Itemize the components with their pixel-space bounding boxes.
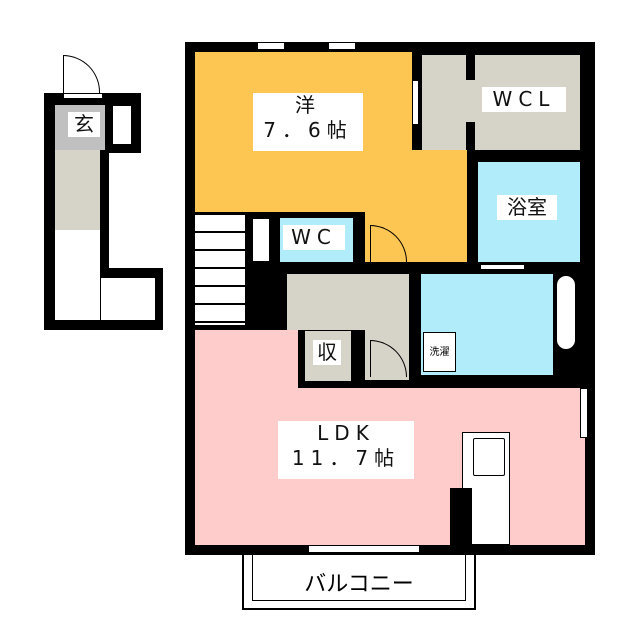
balcony-inner (252, 555, 466, 601)
ldk-size: 11．7帖 (291, 446, 401, 470)
western-room-name: 洋 (295, 93, 321, 117)
entrance-label: 玄 (68, 112, 100, 137)
balcony-window[interactable] (308, 545, 420, 553)
wcl-partition-2 (466, 122, 475, 150)
main-stairs (195, 215, 245, 325)
stairs-storage (252, 218, 270, 262)
ldk-side-window[interactable] (580, 388, 588, 438)
entrance-stairs (55, 230, 100, 320)
entrance-shoe-closet (112, 105, 132, 145)
western-window-2[interactable] (328, 42, 356, 50)
western-room-label: 洋 7．6帖 (253, 93, 363, 151)
entrance-hall-floor (55, 150, 100, 230)
bathtub (556, 275, 576, 350)
washing-machine: 洗濯 (423, 332, 456, 372)
entrance-door[interactable] (63, 55, 100, 93)
ldk-room-upper (195, 330, 298, 390)
toilet-label: WC (283, 225, 345, 250)
balcony[interactable] (242, 555, 476, 610)
kitchen-sink (473, 438, 505, 476)
bathroom-door[interactable] (480, 264, 525, 270)
wcl-label: WCL (482, 87, 566, 112)
western-room-mid (195, 150, 467, 207)
entrance-stairs-lower (100, 278, 155, 320)
entrance-door-frame (63, 93, 103, 99)
bathroom-label: 浴室 (497, 195, 557, 220)
ldk-name: LDK (317, 421, 375, 445)
storage-label: 収 (313, 340, 341, 365)
western-room-size: 7．6帖 (263, 118, 353, 142)
ldk-label: LDK 11．7帖 (278, 421, 414, 479)
western-window-1[interactable] (257, 42, 285, 50)
fridge-pillar (450, 488, 472, 545)
wcl-partition (466, 55, 475, 80)
balcony-label: バルコニー (304, 572, 414, 597)
wcl-door[interactable] (412, 80, 419, 125)
